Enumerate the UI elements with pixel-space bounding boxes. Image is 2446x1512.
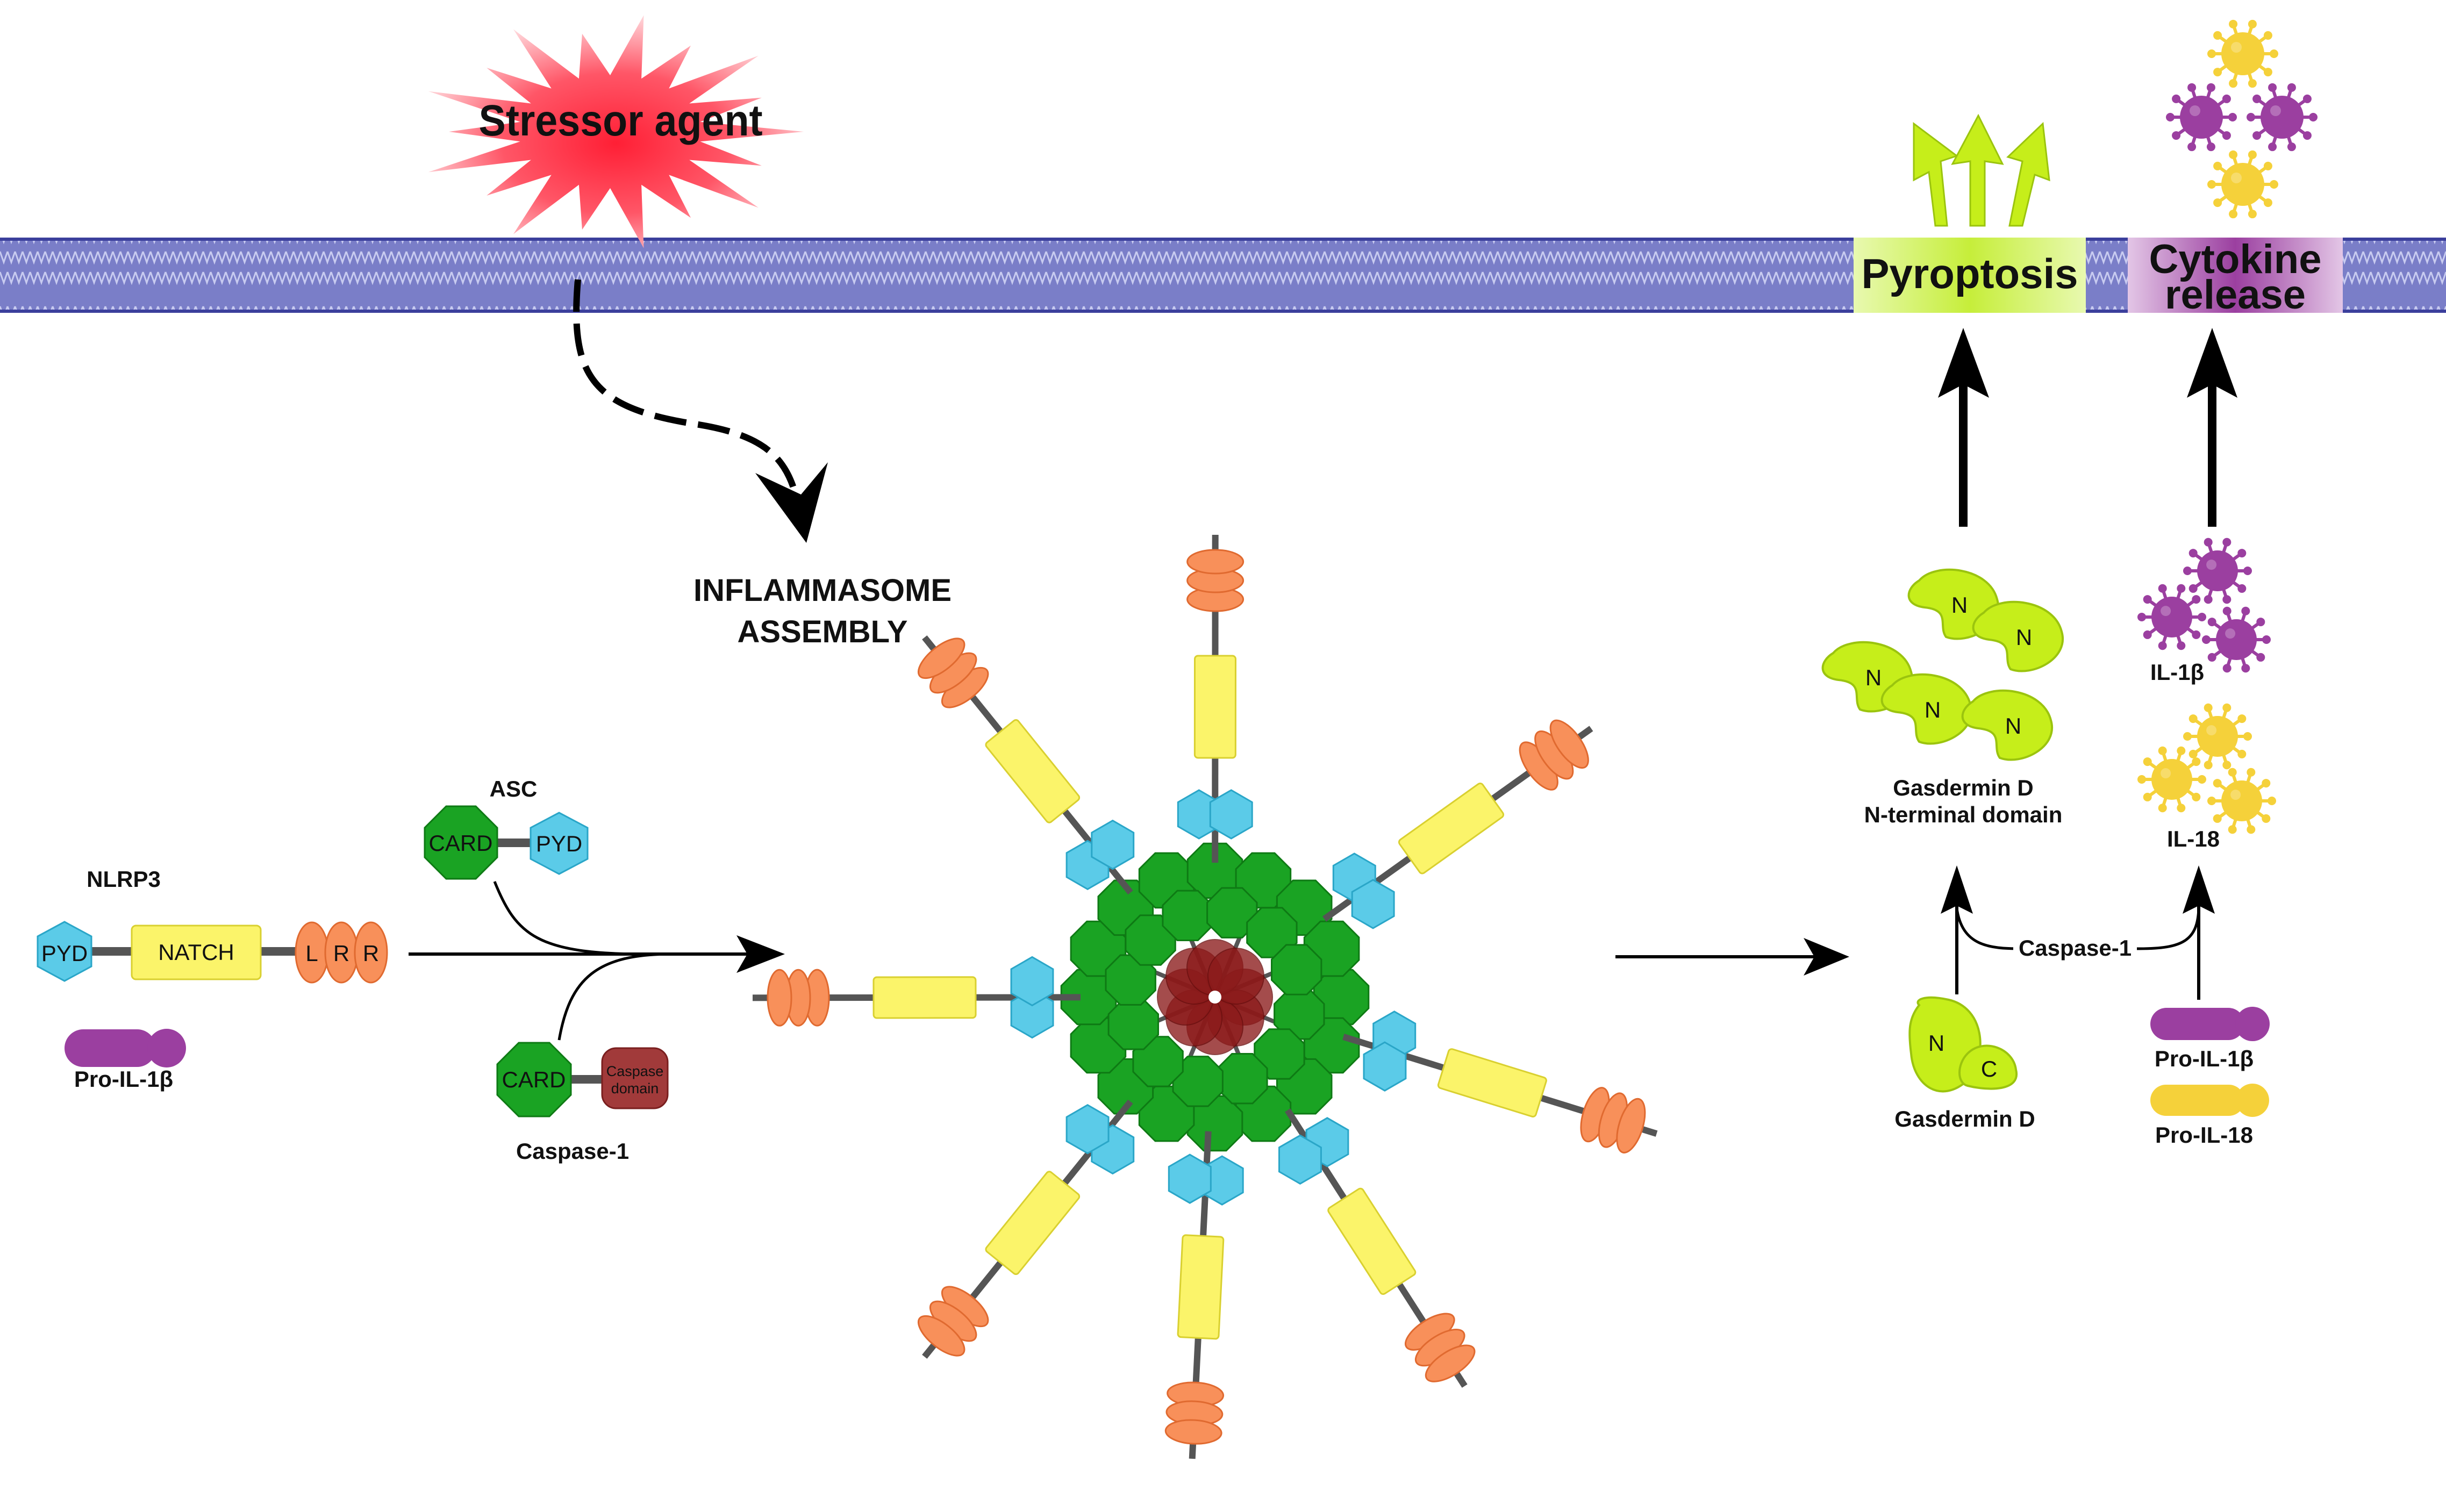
cytokine-particles (2137, 20, 2318, 834)
pro-il18-right-label: Pro-IL-18 (2155, 1122, 2253, 1148)
caspase-merge-curve (559, 954, 672, 1040)
lrr-letter-1: L (305, 941, 318, 966)
lrr-letter-2: R (333, 941, 349, 966)
pro-il1b-left-label: Pro-IL-1β (74, 1066, 173, 1092)
arm-natch (1178, 1235, 1224, 1339)
gasdermin-n-label-2: N-terminal domain (1864, 802, 2063, 827)
gasdermin-n-fragment: N (1963, 691, 2052, 760)
assembly-title-2: ASSEMBLY (738, 614, 908, 649)
il18-label: IL-18 (2167, 826, 2220, 851)
arm-lrr (768, 970, 791, 1026)
il1b-particle (2166, 83, 2237, 151)
card-octagon-inner (1108, 1000, 1158, 1049)
pro-il18-right: Pro-IL-18 (2150, 1084, 2269, 1148)
nlrp3-lrr: L R R (296, 922, 387, 983)
asc-pyd-label: PYD (536, 831, 582, 856)
gasdermin-full-c: C (1981, 1056, 1997, 1081)
gasdermin-n-letter: N (2005, 713, 2021, 739)
pro-il1b-left: Pro-IL-1β (65, 1029, 186, 1092)
arm-natch (1437, 1048, 1547, 1117)
gasdermin-n-fragment: N (1882, 675, 1971, 744)
stressor-burst: Stressor agent (428, 15, 804, 248)
il1b-label: IL-1β (2150, 660, 2204, 685)
caspase1-card-label: CARD (502, 1067, 566, 1092)
asc-protein: ASC CARD PYD (425, 776, 588, 879)
il18-particle (2207, 20, 2278, 88)
arm-natch (1398, 782, 1505, 875)
asc-card-label: CARD (428, 830, 492, 856)
il1b-particle (2137, 584, 2206, 650)
dashed-arrow-head (755, 462, 828, 543)
gasdermin-n-letter: N (1925, 697, 1941, 722)
gasdermin-n-fragment: N (1973, 602, 2063, 671)
gasdermin-n-fragments: N N N N N (1823, 570, 2063, 760)
asc-merge-curve (495, 882, 645, 954)
lrr-letter-3: R (363, 941, 379, 966)
pro-il1b-right: Pro-IL-1β (2150, 1007, 2270, 1071)
caspase-domain-label-1: Caspase (606, 1063, 664, 1079)
nlrp3-label: NLRP3 (87, 866, 161, 892)
arm-natch (1195, 656, 1235, 758)
arm-natch (1327, 1187, 1417, 1295)
gasdermin-n-letter: N (2016, 625, 2032, 650)
caspase-core-center (1208, 991, 1221, 1004)
nlrp3-pyd-label: PYD (41, 941, 88, 966)
il18-particle (2207, 151, 2278, 218)
gasdermin-n-label-1: Gasdermin D (1893, 775, 2033, 800)
cytokine-release-box: Cytokine release (2128, 237, 2343, 318)
card-octagon-inner (1272, 945, 1321, 994)
nlrp3-natch-label: NATCH (158, 940, 234, 965)
gasdermin-n-letter: N (1951, 592, 1968, 618)
cytokine-label-2: release (2165, 272, 2306, 318)
inflammasome-complex (753, 535, 1657, 1459)
arm-natch (985, 719, 1081, 824)
card-octagon-inner (1163, 891, 1212, 940)
gasdermin-d-label: Gasdermin D (1894, 1106, 2035, 1131)
il1b-particle (2247, 83, 2318, 151)
pyroptosis-label: Pyroptosis (1861, 250, 2078, 297)
card-octagon-inner (1218, 1054, 1267, 1103)
caspase1-cleavage-label: Caspase-1 (2019, 935, 2132, 961)
asc-label: ASC (490, 776, 538, 801)
assembly-title-1: INFLAMMASOME (693, 573, 952, 608)
caspase1-label: Caspase-1 (516, 1138, 629, 1164)
gasdermin-n-letter: N (1865, 665, 1882, 690)
arm-natch (874, 977, 976, 1018)
pyroptosis-release-arrows (1914, 116, 2049, 226)
nlrp3-protein: NLRP3 PYD NATCH L R R (38, 866, 387, 983)
caspase1-protein: CARD Caspase domain Caspase-1 (497, 1043, 668, 1164)
gasdermin-full-n: N (1928, 1030, 1944, 1056)
gasdermin-d-full: N C Gasdermin D (1894, 998, 2035, 1131)
il18-particle (2207, 768, 2276, 834)
pyroptosis-box: Pyroptosis (1854, 238, 2086, 313)
arm-lrr (1188, 550, 1243, 574)
il1b-particle (2183, 538, 2252, 604)
pro-il1b-right-label: Pro-IL-1β (2155, 1046, 2254, 1071)
il1b-particle (2202, 607, 2271, 673)
stressor-label: Stressor agent (479, 96, 763, 145)
arm-natch (985, 1170, 1081, 1275)
caspase-domain-label-2: domain (611, 1080, 659, 1097)
